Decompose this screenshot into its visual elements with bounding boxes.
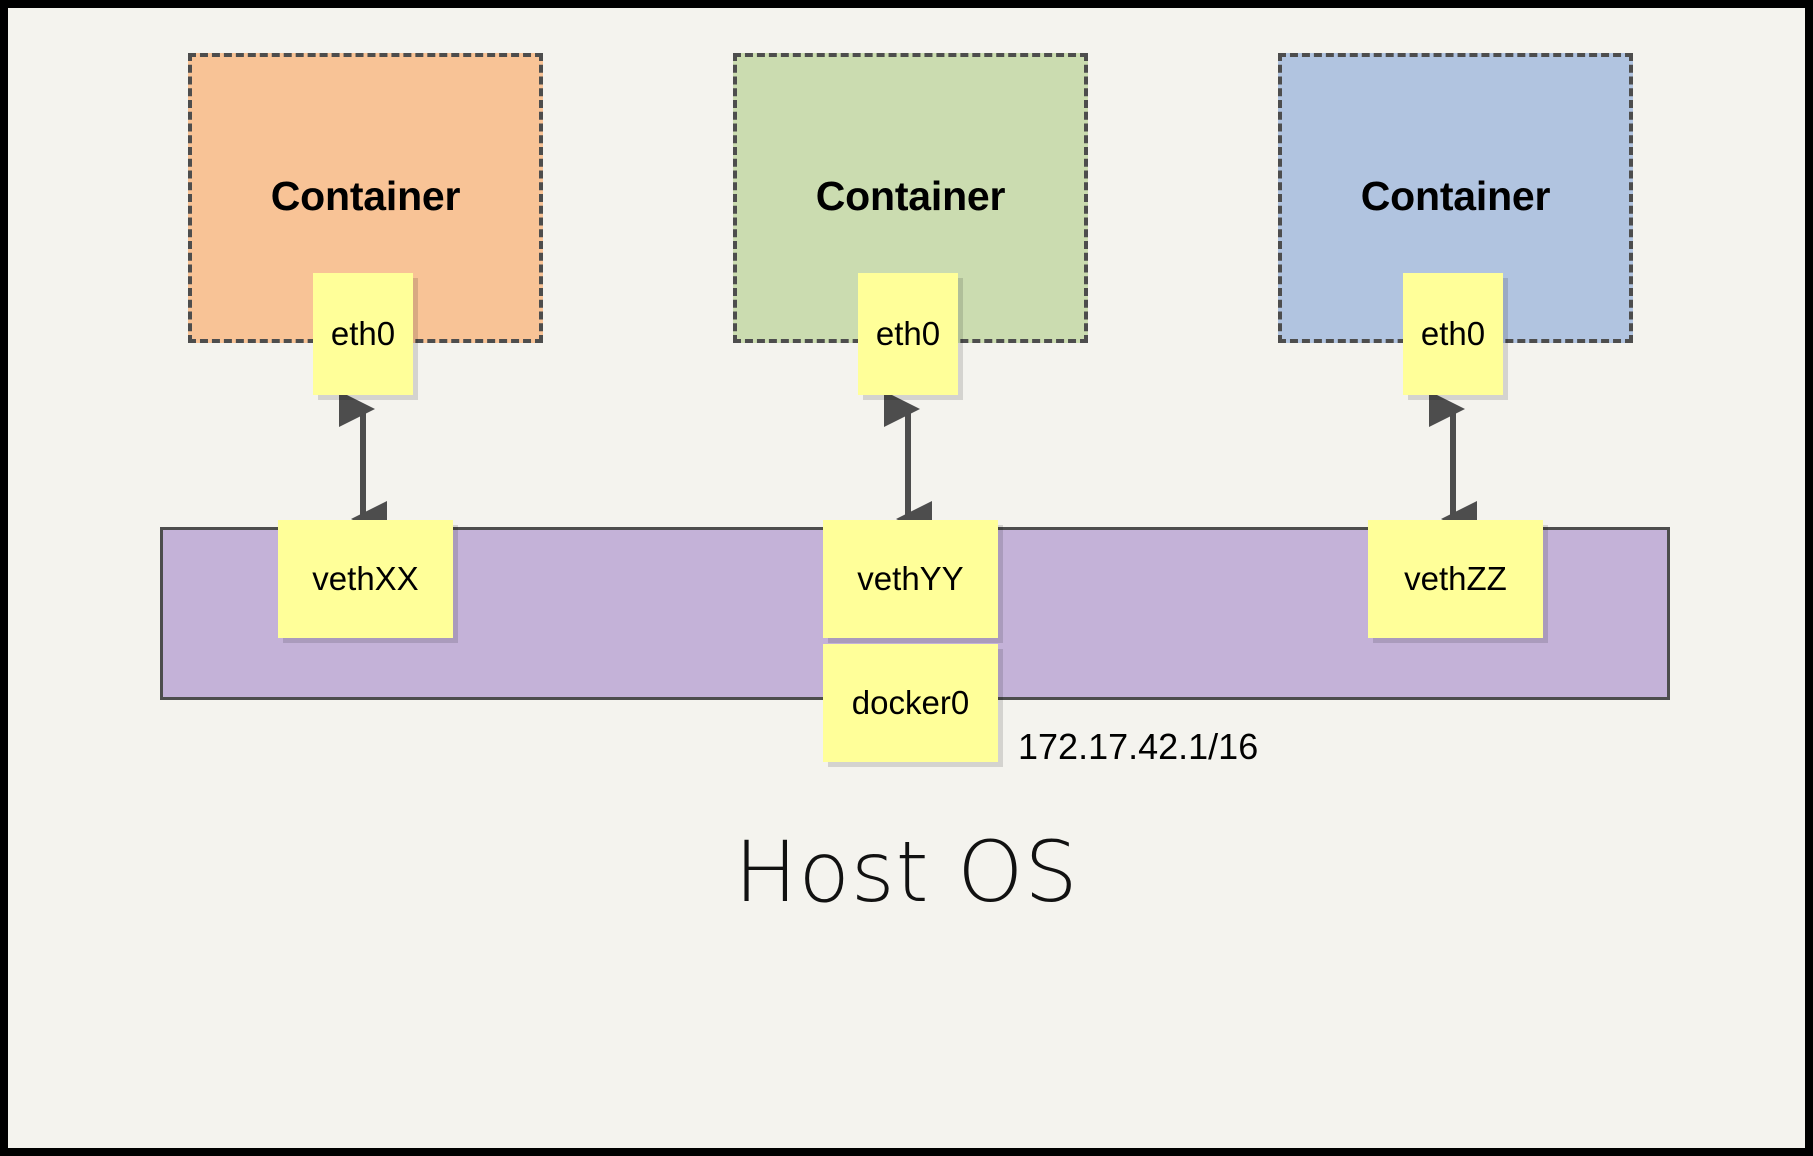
veth-box-1[interactable]: vethXX <box>278 520 453 638</box>
connection-arrow-2 <box>848 373 968 555</box>
container-eth0-box-1[interactable]: eth0 <box>313 273 413 395</box>
container-eth0-box-2[interactable]: eth0 <box>858 273 958 395</box>
container-title-3: Container <box>1360 173 1551 219</box>
container-title-1: Container <box>270 173 461 219</box>
connection-arrow-3 <box>1393 373 1513 555</box>
container-title-2: Container <box>815 173 1006 219</box>
container-eth0-box-3[interactable]: eth0 <box>1403 273 1503 395</box>
host-os-label: Host OS <box>734 823 1079 921</box>
docker0-ip-label: 172.17.42.1/16 <box>1018 726 1259 767</box>
veth-box-3[interactable]: vethZZ <box>1368 520 1543 638</box>
diagram-canvas: docker0 Container eth0 vethXX <box>8 8 1805 1148</box>
veth-box-2[interactable]: vethYY <box>823 520 998 638</box>
docker0-interface-box[interactable]: docker0 <box>823 644 998 762</box>
connection-arrow-1 <box>303 373 423 555</box>
